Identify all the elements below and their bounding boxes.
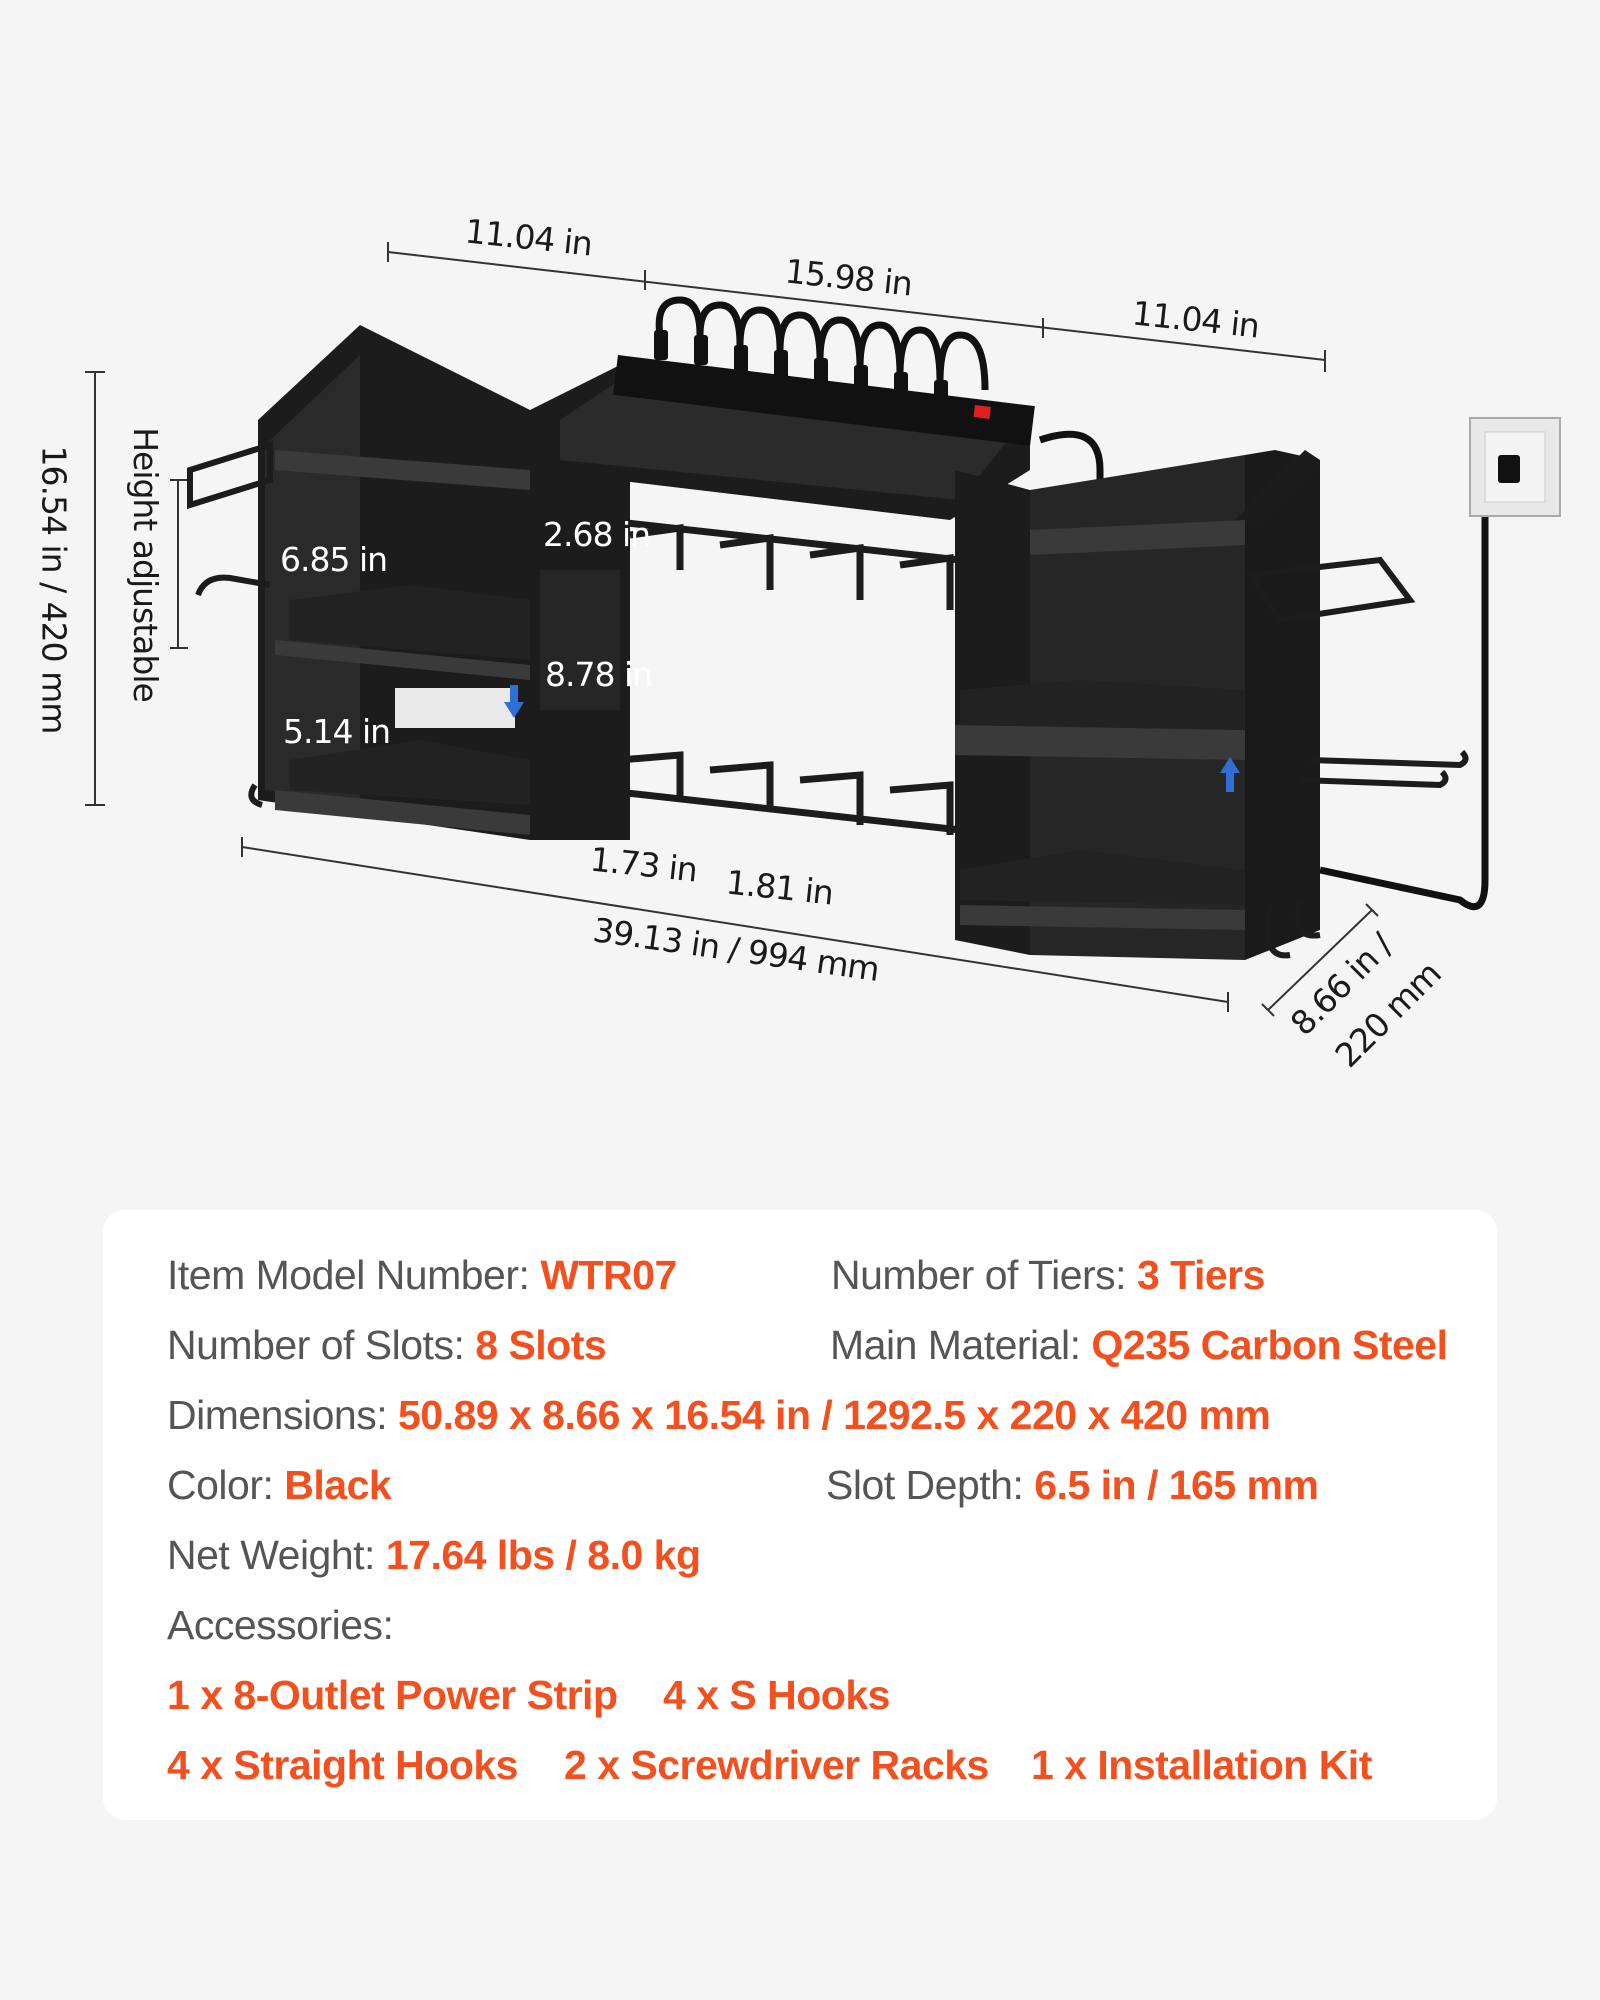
left-unit (258, 325, 530, 840)
left-screwdriver-rack (187, 440, 273, 808)
spec-accessories-label: Accessories: (167, 1602, 394, 1648)
spec-slot-depth: Slot Depth: 6.5 in / 165 mm (826, 1462, 1319, 1509)
spec-color-value: Black (284, 1462, 392, 1508)
spec-dimensions-label: Dimensions: (167, 1392, 388, 1438)
dim-center-height: 8.78 in (545, 655, 653, 694)
spec-accessories: Accessories: (167, 1602, 394, 1649)
spec-weight-label: Net Weight: (167, 1532, 375, 1578)
spec-tiers: Number of Tiers: 3 Tiers (831, 1252, 1265, 1299)
spec-slots: Number of Slots: 8 Slots (167, 1322, 607, 1369)
right-unit (955, 450, 1320, 960)
spec-weight-value: 17.64 lbs / 8.0 kg (385, 1532, 701, 1578)
accessory-item: 4 x S Hooks (663, 1672, 890, 1718)
center-unit (530, 355, 1035, 840)
spec-slot-depth-value: 6.5 in / 165 mm (1034, 1462, 1319, 1508)
spec-color: Color: Black (167, 1462, 392, 1509)
product-illustration: 11.04 in 15.98 in 11.04 in 16.54 in / 42… (34, 211, 1561, 1075)
spec-model: Item Model Number: WTR07 (167, 1252, 677, 1299)
spec-dimensions-value: 50.89 x 8.66 x 16.54 in / 1292.5 x 220 x… (398, 1392, 1271, 1438)
spec-dimensions: Dimensions: 50.89 x 8.66 x 16.54 in / 12… (167, 1392, 1271, 1439)
spec-weight: Net Weight: 17.64 lbs / 8.0 kg (167, 1532, 701, 1579)
dim-total-height: 16.54 in / 420 mm (34, 445, 74, 734)
spec-slot-depth-label: Slot Depth: (826, 1462, 1024, 1508)
accessory-item: 1 x Installation Kit (1031, 1742, 1372, 1788)
spec-material-value: Q235 Carbon Steel (1091, 1322, 1448, 1368)
spec-model-value: WTR07 (540, 1252, 677, 1298)
spec-color-label: Color: (167, 1462, 274, 1508)
tool-rack-drawing (85, 242, 1561, 1017)
dim-lower-shelf-gap: 5.14 in (283, 712, 391, 751)
spec-material: Main Material: Q235 Carbon Steel (830, 1322, 1448, 1369)
spec-slots-label: Number of Slots: (167, 1322, 465, 1368)
right-screwdriver-rack (1244, 556, 1469, 959)
spec-slots-value: 8 Slots (475, 1322, 607, 1368)
accessory-item: 4 x Straight Hooks (167, 1742, 518, 1788)
spec-tiers-label: Number of Tiers: (831, 1252, 1127, 1298)
wall-outlet (1469, 417, 1561, 517)
specifications-card: Item Model Number: WTR07 Number of Tiers… (103, 1210, 1497, 1820)
dim-height-adjustable: Height adjustable (125, 427, 165, 702)
dim-upper-shelf-gap: 6.85 in (280, 540, 388, 579)
accessory-item: 2 x Screwdriver Racks (564, 1742, 989, 1788)
dimension-lines (85, 242, 1379, 1017)
spec-material-label: Main Material: (830, 1322, 1081, 1368)
accessory-item: 1 x 8-Outlet Power Strip (167, 1672, 618, 1718)
spec-model-label: Item Model Number: (167, 1252, 530, 1298)
dim-top-slot-gap: 2.68 in (543, 515, 651, 554)
spec-tiers-value: 3 Tiers (1136, 1252, 1265, 1298)
adjust-arrows (504, 685, 1240, 792)
center-slot-bars (599, 516, 961, 835)
